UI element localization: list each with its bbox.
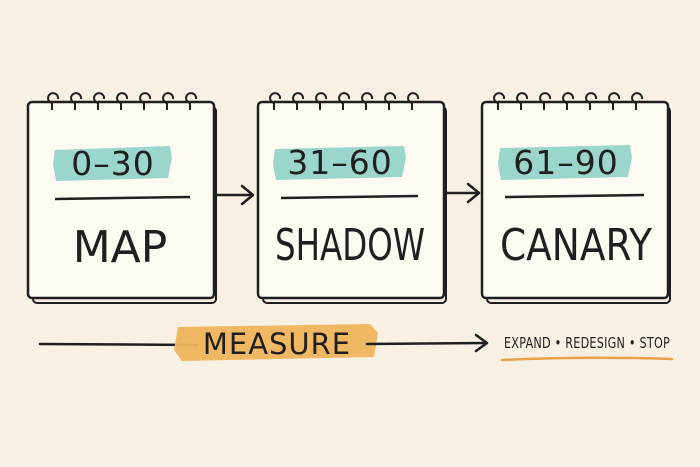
spiral-ring-icon: [47, 92, 198, 110]
card-map: 0–30 MAP: [26, 92, 217, 304]
arrow-right-icon: [215, 184, 255, 206]
card-shadow-card: 31–60 SHADOW: [256, 92, 447, 304]
outcomes-underline: [500, 356, 674, 362]
card-divider: [280, 194, 419, 200]
timeline-line-left: [38, 342, 200, 347]
card-range: 31–60: [287, 143, 392, 182]
card-title: CANARY: [500, 220, 652, 271]
range-highlight: [498, 145, 632, 180]
card-range: 61–90: [513, 143, 618, 182]
measure-highlight: [174, 324, 378, 361]
outcomes: EXPAND • REDESIGN • STOP: [500, 334, 674, 362]
card-title: MAP: [73, 222, 168, 273]
arrow-right-icon: [474, 333, 489, 353]
card-divider: [504, 193, 645, 199]
outcomes-label: EXPAND • REDESIGN • STOP: [504, 334, 670, 352]
spiral-ring-icon: [493, 92, 644, 110]
spiral-ring-icon: [269, 92, 420, 110]
range-highlight: [273, 146, 406, 180]
card-canary: 61–90 CANARY: [480, 92, 671, 304]
card-range: 0–30: [71, 144, 155, 183]
range-highlight: [53, 146, 172, 181]
card-title: SHADOW: [275, 220, 425, 271]
measure-label: MEASURE: [203, 327, 351, 361]
measure-timeline: MEASURE: [38, 324, 489, 361]
timeline-line-right: [365, 341, 488, 346]
card-divider: [54, 195, 191, 201]
arrow-right-icon: [444, 182, 481, 204]
